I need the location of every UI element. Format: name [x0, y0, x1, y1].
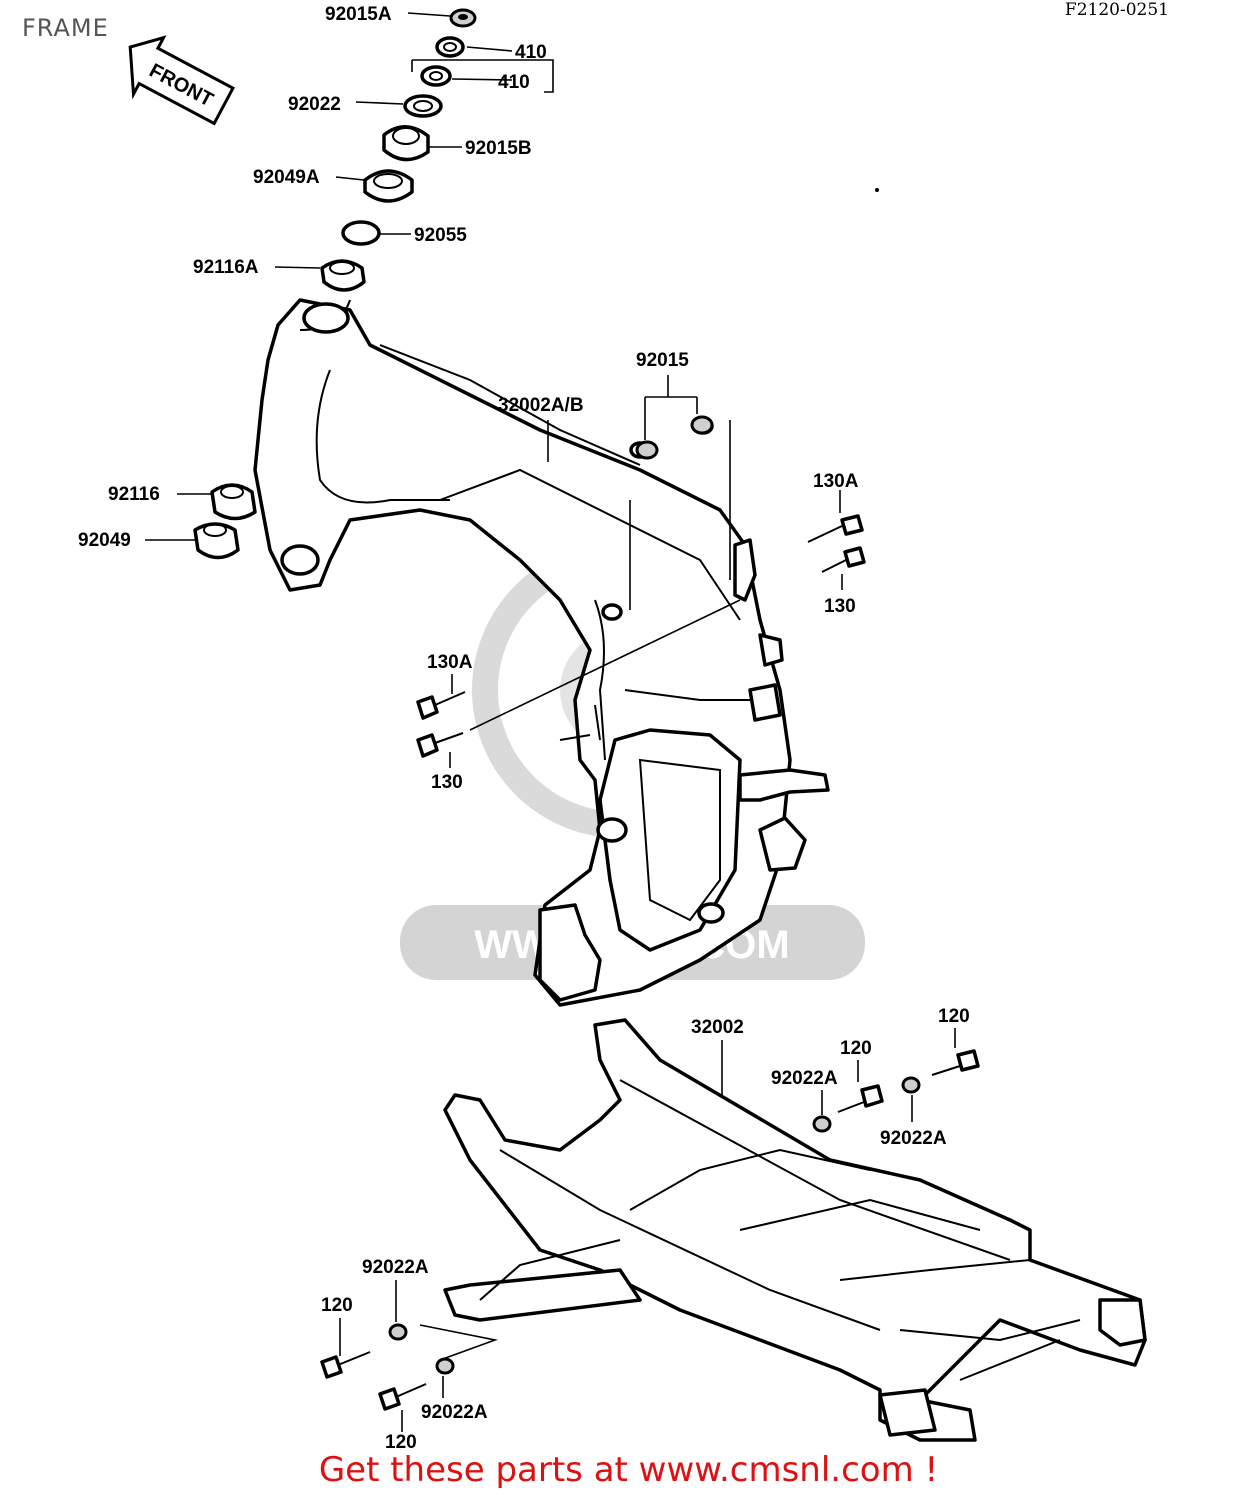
- part-120-bolt-a: [931, 1049, 980, 1076]
- callout-92022A-d: 92022A: [421, 1402, 488, 1423]
- part-92055-oring: [341, 220, 381, 246]
- part-410-lower: [420, 65, 452, 87]
- callout-92049A: 92049A: [253, 167, 320, 188]
- part-92116-seal: [210, 483, 257, 521]
- stray-dot: [875, 188, 879, 192]
- callout-92015: 92015: [636, 350, 689, 371]
- callout-92022A-c: 92022A: [362, 1257, 429, 1278]
- callout-130A-right: 130A: [813, 471, 859, 492]
- part-92015-nut-a: [635, 440, 659, 460]
- part-410-upper: [435, 36, 465, 58]
- part-92015B-nut: [382, 125, 430, 162]
- part-92022A-washer-d: [435, 1357, 455, 1375]
- part-92116A-seal: [320, 259, 366, 292]
- callout-92022A-a: 92022A: [771, 1068, 838, 1089]
- part-92049-bearing: [193, 522, 240, 560]
- part-92022A-washer-c: [388, 1323, 408, 1341]
- callout-130A-left: 130A: [427, 652, 473, 673]
- page-title: FRAME: [22, 14, 109, 42]
- callout-130-left: 130: [431, 772, 463, 793]
- part-92049A-bearing: [363, 169, 414, 203]
- part-130-bolt-right: [821, 546, 866, 573]
- front-direction-arrow: FRONT: [128, 35, 235, 126]
- part-120-bolt-c: [320, 1351, 371, 1379]
- part-92022A-washer-a: [812, 1115, 832, 1133]
- callout-92022: 92022: [288, 94, 341, 115]
- part-120-bolt-d: [378, 1383, 427, 1411]
- callout-32002: 32002: [691, 1017, 744, 1038]
- part-92015A-nut: [449, 8, 477, 28]
- part-92022-washer: [403, 94, 443, 118]
- main-frame-32002AB: [253, 298, 830, 1007]
- callout-92049: 92049: [78, 530, 131, 551]
- callout-92015A: 92015A: [325, 4, 392, 25]
- rear-frame-32002: [443, 1018, 1147, 1442]
- part-92022A-washer-b: [901, 1076, 921, 1094]
- callout-92022A-b: 92022A: [880, 1128, 947, 1149]
- part-130-bolt-left: [416, 732, 464, 758]
- part-120-bolt-b: [837, 1084, 884, 1113]
- diagram-code: F2120-0251: [1064, 0, 1169, 20]
- callout-120-b: 120: [840, 1038, 872, 1059]
- callout-410-upper: 410: [515, 42, 547, 63]
- leader-lines: [145, 12, 956, 1432]
- callout-92116: 92116: [108, 484, 160, 505]
- callout-410-lower: 410: [498, 72, 530, 93]
- part-130A-bolt-left: [416, 691, 466, 720]
- callout-32002AB: 32002A/B: [498, 395, 584, 416]
- callout-130-right: 130: [824, 596, 856, 617]
- callout-120-a: 120: [938, 1006, 970, 1027]
- callout-120-c: 120: [321, 1295, 353, 1316]
- promo-link[interactable]: Get these parts at www.cmsnl.com !: [318, 1450, 939, 1490]
- callout-92116A: 92116A: [193, 257, 259, 278]
- callout-92015B: 92015B: [465, 138, 532, 159]
- callout-92055: 92055: [414, 225, 467, 246]
- part-92015-nut-b: [690, 415, 714, 435]
- part-callouts: 92015A 410 410 92022 92015B 92049A 92055…: [78, 4, 970, 1453]
- part-130A-bolt-right: [807, 514, 864, 543]
- callout-120-d: 120: [385, 1432, 417, 1453]
